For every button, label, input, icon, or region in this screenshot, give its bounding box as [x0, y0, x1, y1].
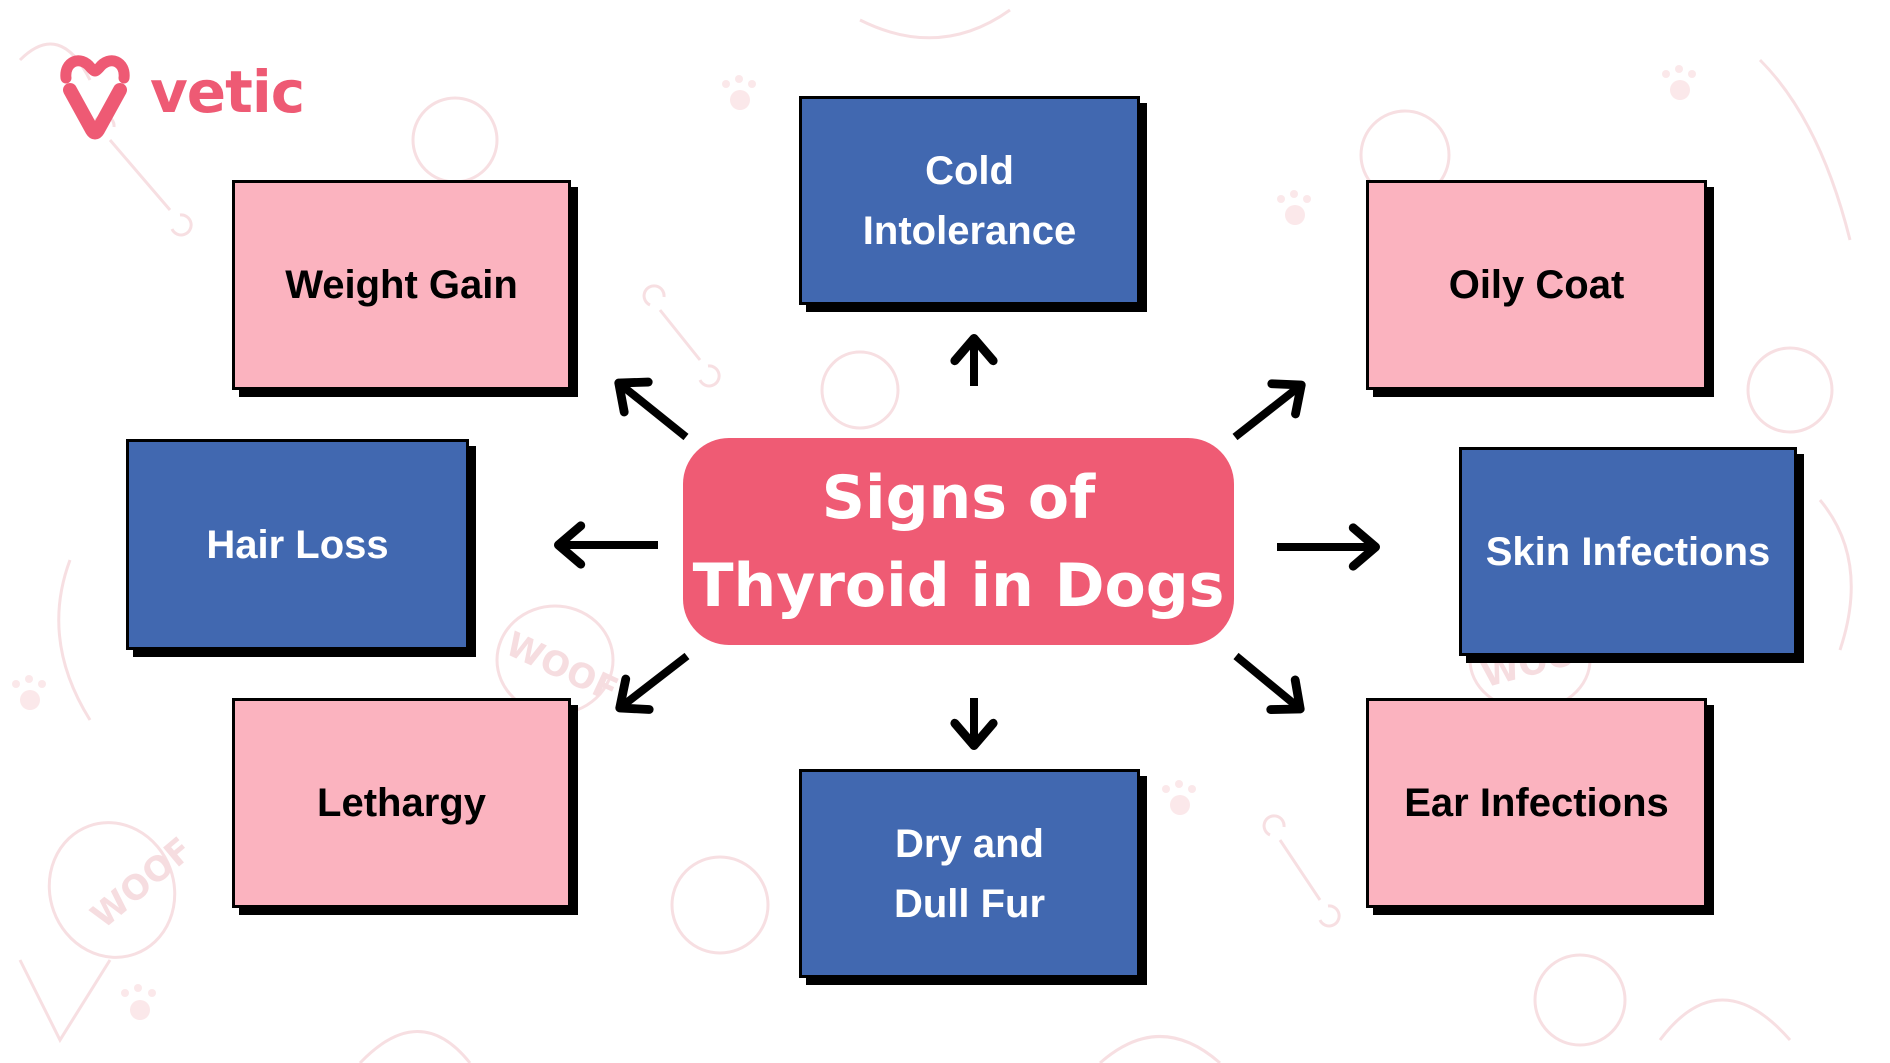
node-weight-gain: Weight Gain — [232, 180, 571, 390]
node-ear-infections: Ear Infections — [1366, 698, 1707, 908]
node-hair-loss: Hair Loss — [126, 439, 469, 650]
node-cold-intolerance: Cold Intolerance — [799, 96, 1140, 305]
arrow-to-lethargy — [615, 652, 690, 714]
node-label: Dry and Dull Fur — [893, 821, 1046, 926]
heart-v-logo-icon — [60, 55, 130, 140]
node-lethargy: Lethargy — [232, 698, 571, 908]
node-label: Skin Infections — [1485, 529, 1771, 574]
node-dry-dull-fur: Dry and Dull Fur — [799, 769, 1140, 978]
node-skin-infections: Skin Infections — [1459, 447, 1797, 656]
vetic-logo: vetic — [58, 48, 305, 140]
node-label: Ear Infections — [1404, 781, 1669, 825]
arrow-to-weight-gain — [614, 377, 689, 441]
arrow-to-ear-infections — [1233, 652, 1305, 714]
arrow-to-oily-coat — [1232, 379, 1306, 441]
node-label: Oily Coat — [1448, 263, 1625, 307]
center-topic-node: Signs of Thyroid in Dogs — [683, 438, 1234, 645]
node-label: Lethargy — [317, 781, 486, 825]
node-oily-coat: Oily Coat — [1366, 180, 1707, 390]
node-label: Hair Loss — [206, 522, 389, 567]
node-label: Weight Gain — [285, 263, 518, 307]
node-label: Cold Intolerance — [862, 148, 1077, 253]
center-topic-title: Signs of Thyroid in Dogs — [692, 462, 1225, 621]
brand-name: vetic — [150, 58, 305, 126]
